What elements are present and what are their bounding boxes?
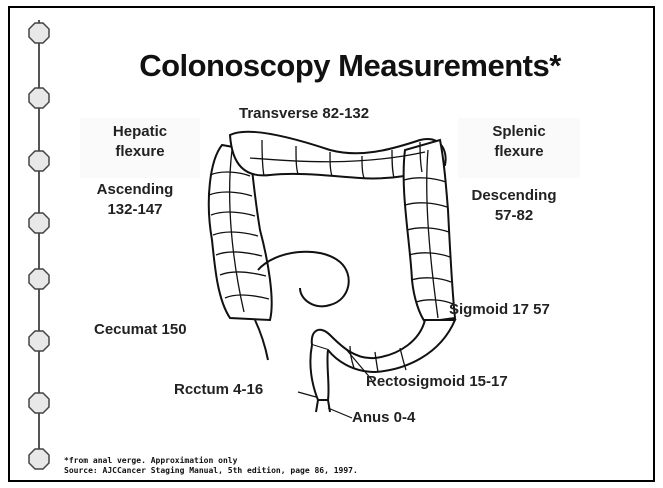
transverse-label: Transverse 82-132 bbox=[239, 104, 369, 124]
descending-line2: 57-82 bbox=[458, 206, 570, 226]
footnote-line1: *from anal verge. Approximation only bbox=[64, 456, 237, 465]
ascending-label: Ascending 132-147 bbox=[85, 180, 185, 220]
rectosigmoid-label: Rectosigmoid 15-17 bbox=[366, 372, 508, 392]
descending-label: Descending 57-82 bbox=[458, 186, 570, 226]
hepatic-line2: flexure bbox=[80, 142, 200, 162]
ascending-line2: 132-147 bbox=[85, 200, 185, 220]
splenic-line1: Splenic bbox=[458, 122, 580, 142]
splenic-line2: flexure bbox=[458, 142, 580, 162]
splenic-flexure-label: Splenic flexure bbox=[458, 118, 580, 178]
footnote-line2: Source: AJCCancer Staging Manual, 5th ed… bbox=[64, 466, 358, 475]
sigmoid-label: Sigmoid 17 57 bbox=[449, 300, 550, 320]
rectum-label: Rcctum 4-16 bbox=[174, 380, 263, 400]
hepatic-flexure-label: Hepatic flexure bbox=[80, 118, 200, 178]
hepatic-line1: Hepatic bbox=[80, 122, 200, 142]
anus-label: Anus 0-4 bbox=[352, 408, 415, 428]
cecum-label: Cecumat 150 bbox=[94, 320, 187, 340]
ascending-line1: Ascending bbox=[85, 180, 185, 200]
descending-line1: Descending bbox=[458, 186, 570, 206]
